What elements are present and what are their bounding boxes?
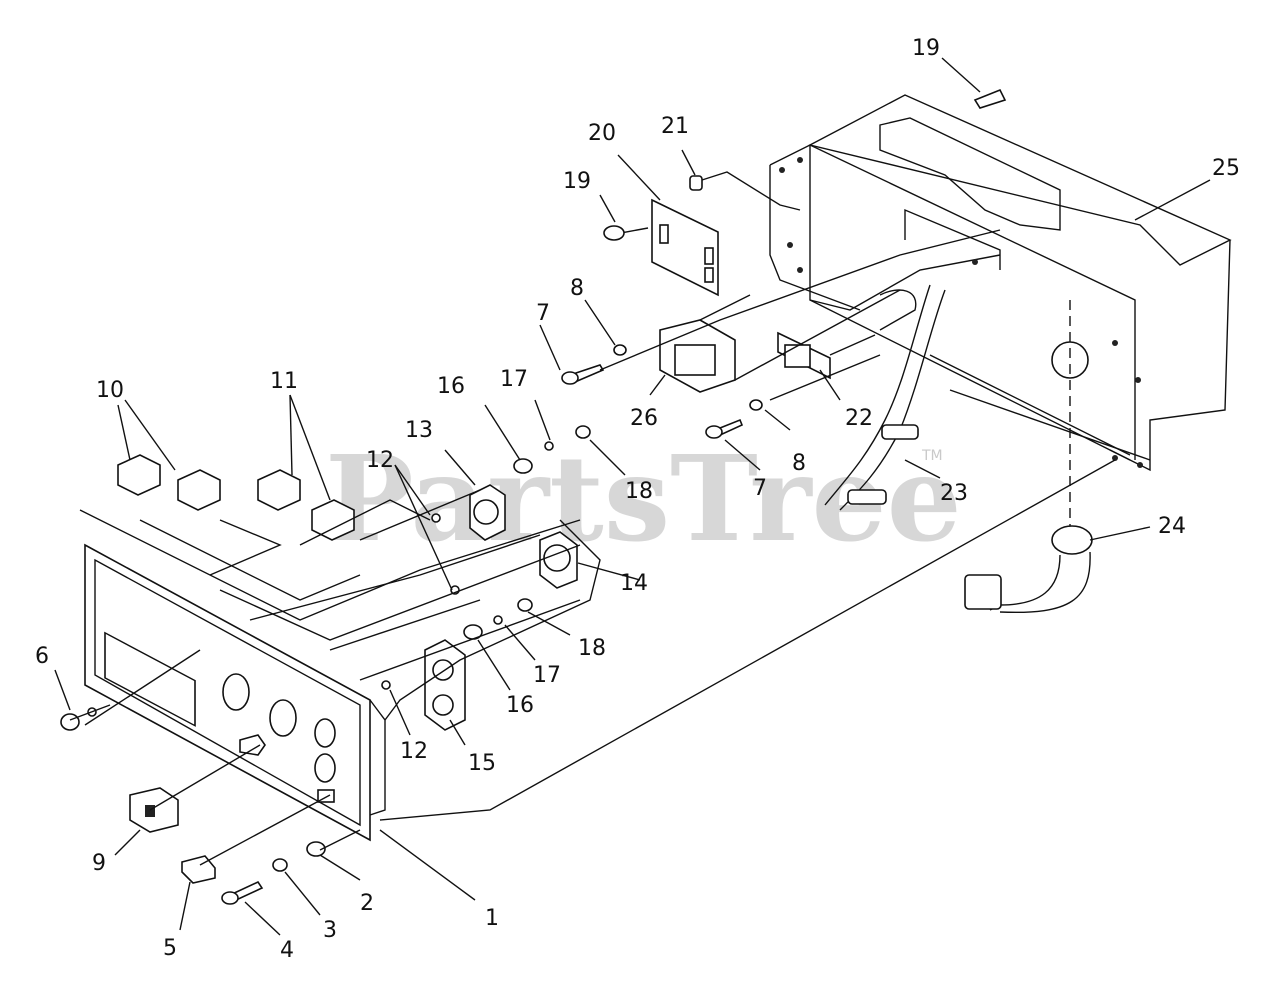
callout-16-lower: 16: [506, 693, 534, 718]
callout-10: 10: [96, 378, 124, 403]
callout-26: 26: [630, 406, 658, 431]
callout-18-upper: 18: [625, 479, 653, 504]
callout-22: 22: [845, 406, 873, 431]
callout-20: 20: [588, 121, 616, 146]
fasteners: [60, 88, 1007, 905]
leader-lines: [69, 229, 1151, 866]
callout-1: 1: [485, 906, 499, 931]
wire-harness: [824, 284, 946, 511]
callout-7-lower: 7: [753, 476, 767, 501]
transformer: [659, 294, 751, 393]
callout-17-upper: 17: [500, 367, 528, 392]
callout-11: 11: [270, 369, 298, 394]
callout-19-top: 19: [912, 36, 940, 61]
watermark-trademark: TM: [921, 448, 943, 464]
callout-2: 2: [360, 891, 374, 916]
callout-21: 21: [661, 114, 689, 139]
callout-23: 23: [940, 481, 968, 506]
callout-19-left: 19: [563, 169, 591, 194]
switches: [129, 787, 216, 884]
front-panel: [84, 543, 386, 842]
receptacles: [424, 484, 578, 731]
control-box-enclosure: [769, 94, 1232, 530]
callout-5: 5: [163, 936, 177, 961]
callout-17-lower: 17: [533, 663, 561, 688]
relay-bracket: [777, 331, 876, 380]
callout-18-lower: 18: [578, 636, 606, 661]
callout-13: 13: [405, 418, 433, 443]
circuit-breakers: [117, 454, 355, 541]
callout-24: 24: [1158, 514, 1186, 539]
circuit-board: [603, 171, 801, 297]
callout-16-upper: 16: [437, 374, 465, 399]
callout-labels: 1 2 3 4 5 6 7 7 8 8 9 10 11 12 12 13 14 …: [35, 36, 1240, 963]
callout-15: 15: [468, 751, 496, 776]
callout-6: 6: [35, 644, 49, 669]
callout-4: 4: [280, 938, 294, 963]
callout-8-lower: 8: [792, 451, 806, 476]
callout-14: 14: [620, 571, 648, 596]
callout-9: 9: [92, 851, 106, 876]
callout-pointers: [54, 57, 1211, 936]
callout-12-bottom: 12: [400, 739, 428, 764]
callout-7-upper: 7: [536, 301, 550, 326]
callout-8-upper: 8: [570, 276, 584, 301]
callout-12-top: 12: [366, 448, 394, 473]
callout-25: 25: [1212, 156, 1240, 181]
grommet-hose: [964, 525, 1093, 614]
callout-3: 3: [323, 918, 337, 943]
